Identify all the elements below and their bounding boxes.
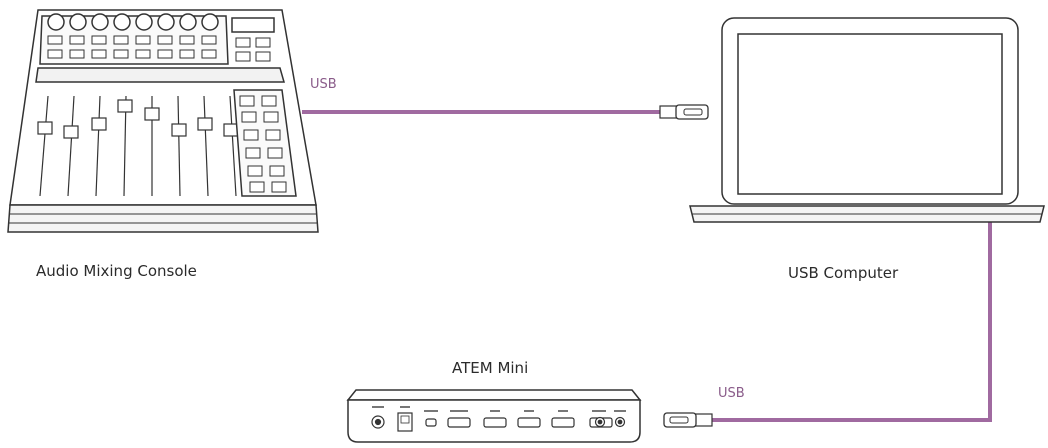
cables <box>302 110 992 422</box>
usb-plug-icon <box>663 412 713 428</box>
audio-mixing-console-label: Audio Mixing Console <box>36 262 197 280</box>
usb-computer-label: USB Computer <box>788 264 899 282</box>
usb-label-mixer-computer: USB <box>310 77 337 92</box>
usb-plug-icon <box>659 104 709 120</box>
usb-cable-computer-atem <box>708 222 992 422</box>
usb-label-computer-atem: USB <box>718 386 745 401</box>
atem-mini-icon <box>346 389 642 443</box>
audio-mixing-console-icon <box>7 9 319 233</box>
laptop-icon <box>689 17 1045 223</box>
atem-mini-label: ATEM Mini <box>452 359 528 377</box>
